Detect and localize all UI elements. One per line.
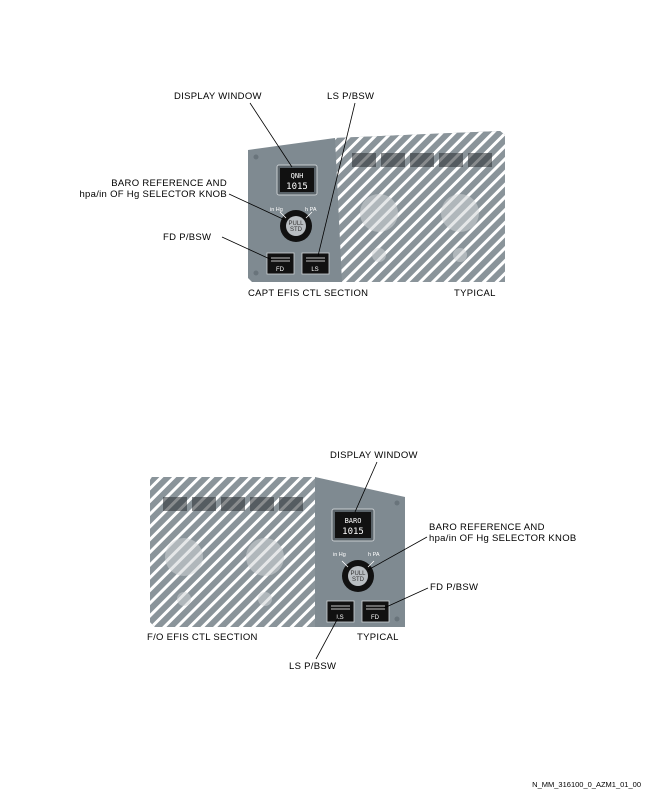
fo-fd-button-label: FD [371, 615, 380, 621]
capt-knob-std: STD [290, 227, 303, 233]
fo-display-window-callout: DISPLAY WINDOW [330, 450, 418, 461]
fo-screw [394, 616, 400, 622]
leader-line [354, 461, 378, 513]
fo-knob-tick [341, 560, 349, 568]
leader-line [228, 193, 286, 221]
fo-section-caption: F/O EFIS CTL SECTION [147, 632, 258, 643]
fo-baro-callout-line2: hpa/in OF Hg SELECTOR KNOB [429, 533, 577, 544]
fo-baro-callout-line1: BARO REFERENCE AND [429, 522, 545, 533]
capt-ls-button-label: LS [311, 267, 318, 273]
capt-screw [253, 270, 259, 276]
fo-display-window [335, 512, 371, 538]
capt-baro-callout-line1: BARO REFERENCE AND [111, 178, 227, 189]
fo-efis-panel: BARO 1015 in Hg h PA PULL STD LS FD [150, 477, 405, 627]
capt-hatched-controls [352, 153, 492, 262]
fo-window-line1: BARO [345, 517, 362, 525]
capt-knob-inhg-label: in Hg [270, 207, 283, 213]
fo-ls-button-label: LS [336, 615, 343, 621]
fo-baro-knob-center[interactable] [348, 566, 368, 586]
capt-efis-panel: QNH 1015 in Hg h PA PULL STD FD LS [248, 131, 505, 282]
capt-screw [253, 154, 259, 160]
figure-reference-code: N_MM_316100_0_AZM1_01_00 [532, 780, 641, 789]
leader-line [315, 617, 339, 660]
leader-line [317, 102, 356, 257]
fo-fd-pbsw-callout: FD P/BSW [430, 582, 478, 593]
capt-hatched-region [335, 131, 505, 282]
capt-baro-callout-line2: hpa/in OF Hg SELECTOR KNOB [79, 189, 227, 200]
fo-knob-tick [367, 560, 375, 568]
fo-knob-pull: PULL [350, 571, 366, 577]
capt-baro-knob-center[interactable] [286, 216, 306, 236]
capt-knob-tick [279, 211, 287, 219]
fo-screw [394, 500, 400, 506]
fo-knob-std: STD [352, 577, 365, 583]
leader-line [249, 102, 293, 168]
capt-ls-pbsw-callout: LS P/BSW [327, 91, 374, 102]
capt-window-line1: QNH [291, 172, 304, 180]
fo-ls-pbsw-callout: LS P/BSW [289, 661, 336, 672]
capt-typical-caption: TYPICAL [454, 288, 496, 299]
fo-hatched-controls [163, 497, 303, 606]
capt-display-window-callout: DISPLAY WINDOW [174, 91, 262, 102]
fo-window-line2: 1015 [342, 527, 364, 537]
leader-line [383, 587, 429, 609]
leader-line [367, 536, 428, 571]
capt-fd-pbsw-callout: FD P/BSW [163, 232, 211, 243]
capt-window-line2: 1015 [286, 182, 308, 192]
leader-line [221, 236, 273, 261]
capt-fd-button-label: FD [276, 267, 285, 273]
fo-typical-caption: TYPICAL [357, 632, 399, 643]
fo-knob-hpa-label: h PA [368, 552, 380, 558]
capt-display-window [280, 168, 314, 192]
capt-section-caption: CAPT EFIS CTL SECTION [248, 288, 368, 299]
capt-knob-pull: PULL [288, 221, 304, 227]
fo-knob-inhg-label: in Hg [333, 552, 346, 558]
capt-knob-hpa-label: h PA [305, 207, 317, 213]
capt-knob-tick [305, 211, 313, 219]
